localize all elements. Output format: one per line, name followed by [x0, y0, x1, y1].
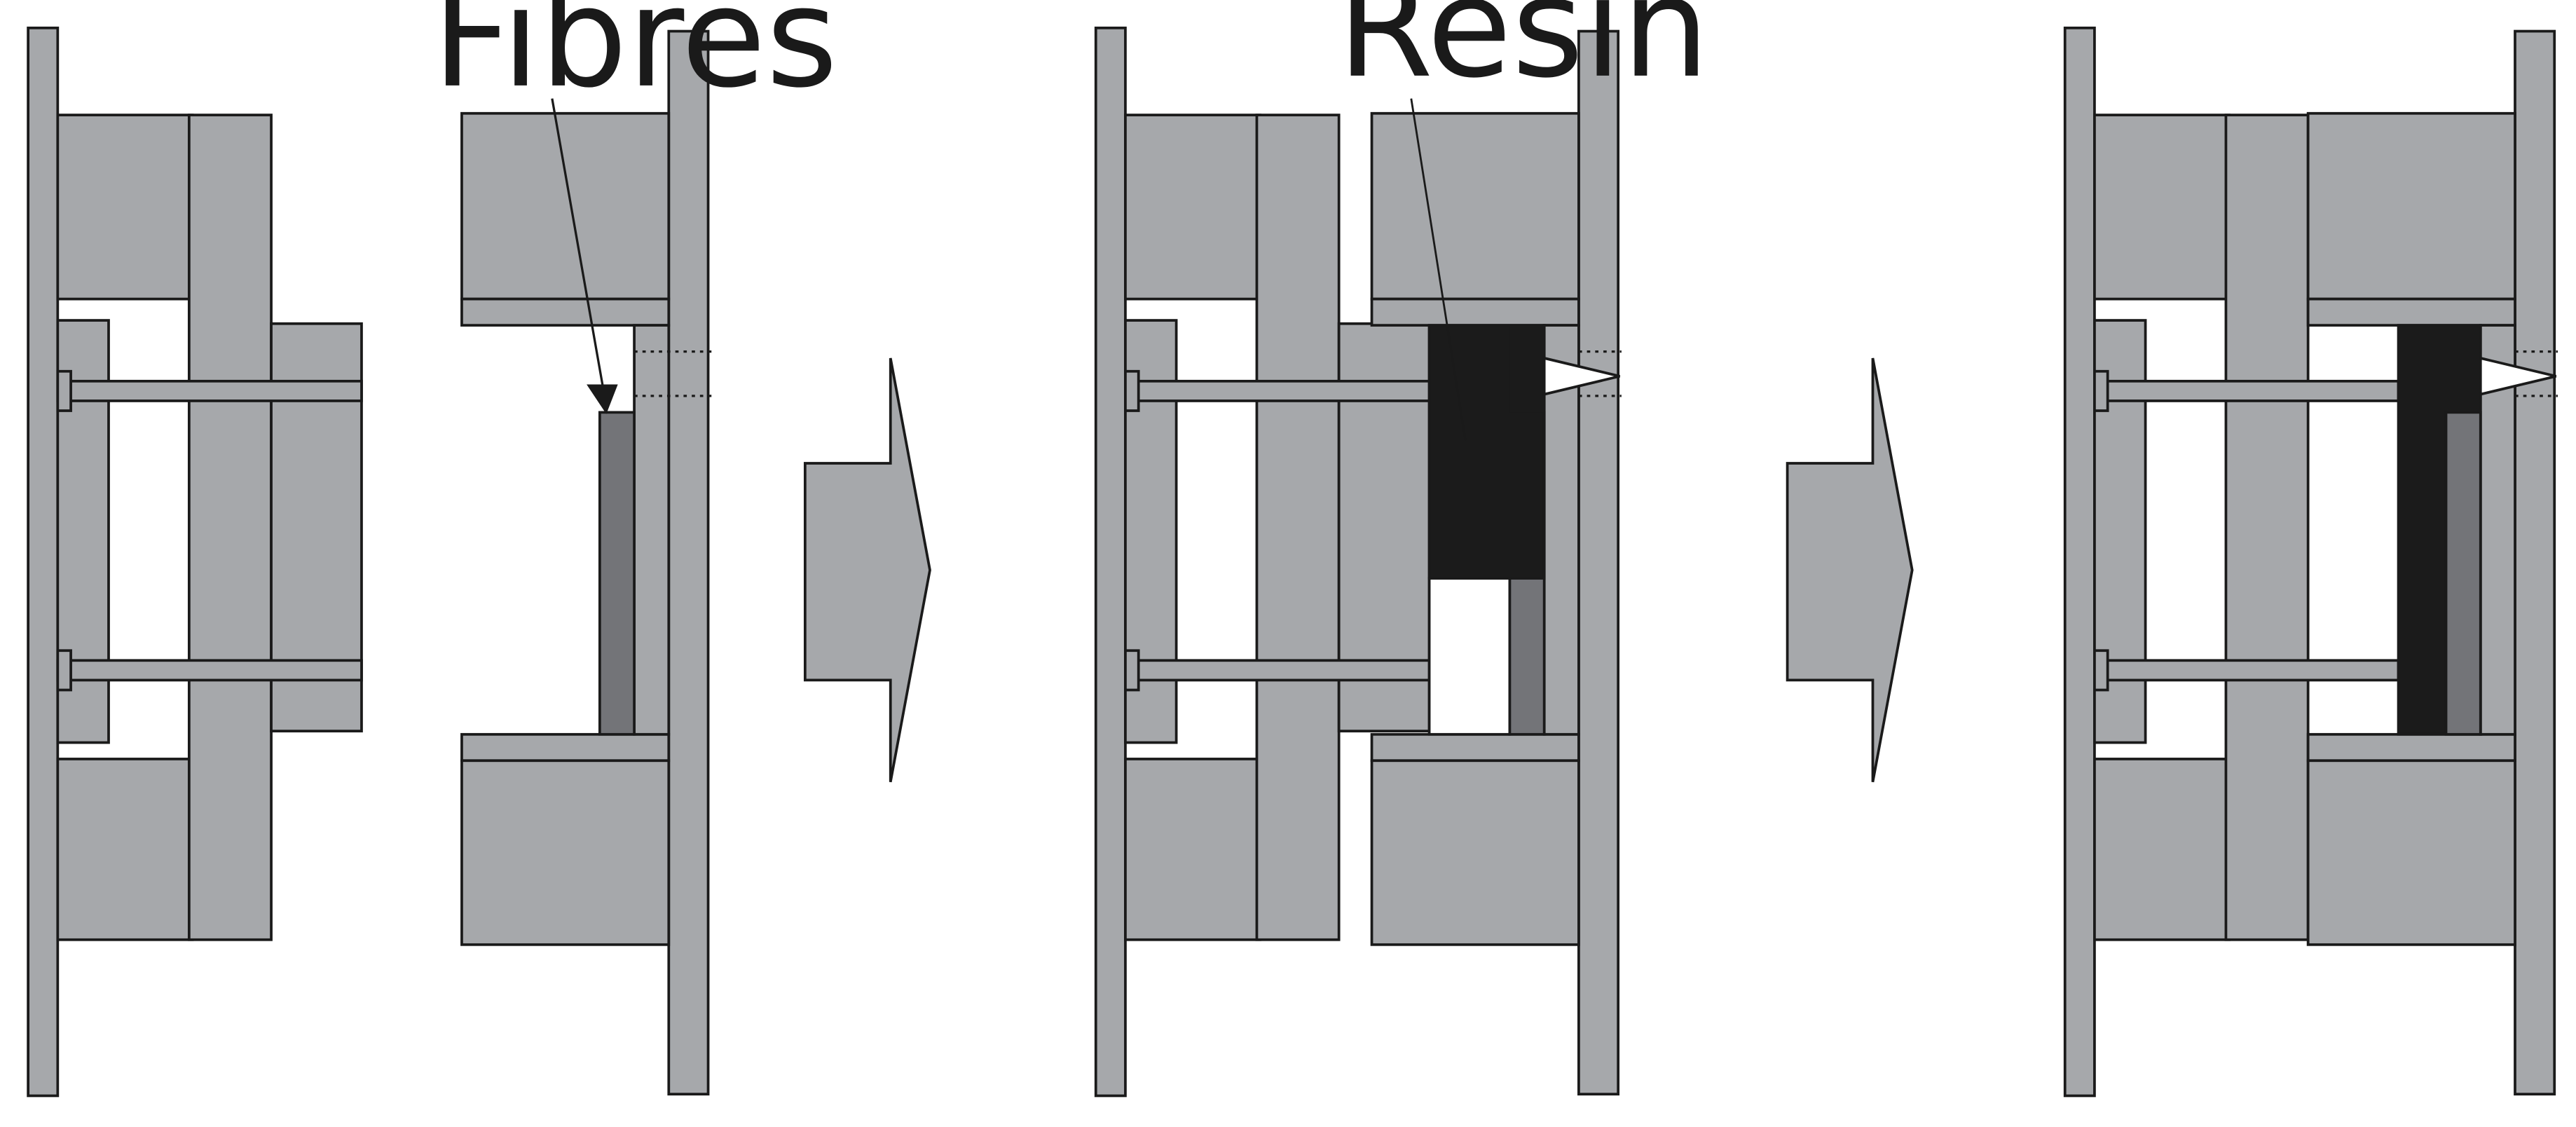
- right-arrow-icon: [1786, 357, 1914, 783]
- right-platen: [667, 29, 710, 1095]
- right-plate-upper: [1370, 297, 1580, 327]
- resin-inlet: [2479, 356, 2557, 396]
- ejector-pin-upper: [2093, 379, 2400, 402]
- resin-label: Resin: [1337, 0, 1709, 109]
- right-block-upper: [2306, 111, 2516, 301]
- right-block-upper: [1370, 111, 1580, 301]
- resin-callout: Resin: [1337, 0, 1709, 441]
- left-core-column: [1255, 114, 1341, 941]
- left-clamp-upper: [2093, 114, 2231, 301]
- right-plate-upper: [2306, 297, 2516, 327]
- cavity-void: [1427, 577, 1512, 736]
- right-arrow-icon: [803, 357, 931, 783]
- right-plate-lower: [1370, 732, 1580, 763]
- pin-head-upper: [56, 369, 72, 412]
- right-platen: [2514, 29, 2556, 1095]
- right-plate-upper: [460, 297, 671, 327]
- left-platen: [1094, 26, 1127, 1098]
- ejector-pin-upper: [1124, 379, 1431, 402]
- right-cavity-liner: [633, 324, 671, 736]
- left-platen: [27, 26, 60, 1098]
- left-core-column: [187, 114, 273, 941]
- fibres-leader-line: [551, 98, 605, 388]
- stage-1-mould-open: [27, 26, 712, 1098]
- ejector-pin-lower: [1124, 659, 1431, 682]
- left-clamp-lower: [56, 758, 194, 941]
- left-clamp-lower: [1124, 758, 1262, 941]
- fibre-preform: [598, 411, 636, 736]
- right-plate-lower: [460, 732, 671, 763]
- resin-inlet: [1542, 356, 1620, 396]
- fibres-callout: Fibres: [432, 0, 838, 414]
- pin-head-lower: [1124, 649, 1140, 692]
- left-core-column: [2224, 114, 2310, 941]
- pin-head-lower: [56, 649, 72, 692]
- right-block-upper: [460, 111, 671, 301]
- right-plate-lower: [2306, 732, 2516, 763]
- right-block-lower: [460, 759, 671, 946]
- pin-head-lower: [2093, 649, 2109, 692]
- resin-leader-line: [1410, 98, 1467, 441]
- right-block-lower: [2306, 759, 2516, 946]
- fibre-preform: [2444, 411, 2482, 736]
- left-clamp-upper: [56, 114, 194, 301]
- ejector-pin-upper: [56, 379, 363, 402]
- resin-over-preform: [1509, 325, 1544, 413]
- ejector-pin-lower: [2093, 659, 2400, 682]
- right-platen: [1577, 29, 1620, 1095]
- right-block-lower: [1370, 759, 1580, 946]
- fibres-arrowhead-icon: [587, 384, 618, 414]
- stage-3-cavity-filled: [2063, 26, 2558, 1098]
- left-platen: [2063, 26, 2096, 1098]
- left-clamp-lower: [2093, 758, 2231, 941]
- fibres-label: Fibres: [432, 0, 838, 118]
- left-clamp-upper: [1124, 114, 1262, 301]
- stage-2-resin-injection: [1094, 26, 1622, 1098]
- ejector-pin-lower: [56, 659, 363, 682]
- pin-head-upper: [2093, 369, 2109, 412]
- pin-head-upper: [1124, 369, 1140, 412]
